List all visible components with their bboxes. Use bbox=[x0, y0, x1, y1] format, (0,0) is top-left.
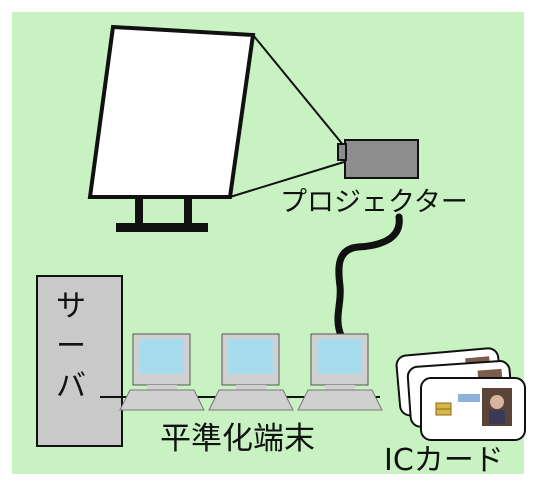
id-card-icon bbox=[395, 347, 526, 441]
projector-label: プロジェクター bbox=[280, 187, 468, 218]
screen-stand-right bbox=[184, 199, 192, 223]
projector-lens bbox=[337, 143, 347, 161]
projection-beam-bottom bbox=[229, 161, 345, 198]
desktop-computer-icon bbox=[297, 333, 383, 411]
server-body bbox=[36, 275, 123, 447]
projection-screen-panel bbox=[87, 24, 256, 199]
screen-stand-base bbox=[116, 223, 208, 232]
projection-beam-top bbox=[252, 34, 345, 147]
terminal-3-neck bbox=[325, 385, 355, 391]
terminal-2-screen bbox=[228, 339, 273, 374]
terminal-3-keyboard bbox=[297, 389, 383, 411]
projector-body bbox=[344, 139, 419, 179]
server-label-char-1: サ bbox=[56, 289, 86, 324]
server-label-char-3: バ bbox=[56, 369, 86, 404]
desktop-computer-icon bbox=[208, 333, 294, 411]
screen-stand-left bbox=[135, 199, 143, 223]
projector-icon bbox=[337, 139, 419, 179]
terminal-1-keyboard bbox=[119, 389, 205, 411]
terminal-1-neck bbox=[147, 385, 177, 391]
terminal-2-neck bbox=[236, 385, 266, 391]
ic-card-front bbox=[420, 377, 526, 441]
ic-card-label: ICカード bbox=[384, 443, 504, 478]
desktop-computer-icon bbox=[119, 333, 205, 411]
terminals-label: 平準化端末 bbox=[160, 421, 315, 457]
terminal-1-screen bbox=[139, 339, 184, 374]
server-label-char-2: ー bbox=[56, 329, 86, 364]
terminal-3-screen bbox=[317, 339, 362, 374]
terminal-2-keyboard bbox=[208, 389, 294, 411]
server-tower-icon: サ ー バ bbox=[36, 275, 123, 447]
projector-cable bbox=[334, 213, 403, 342]
